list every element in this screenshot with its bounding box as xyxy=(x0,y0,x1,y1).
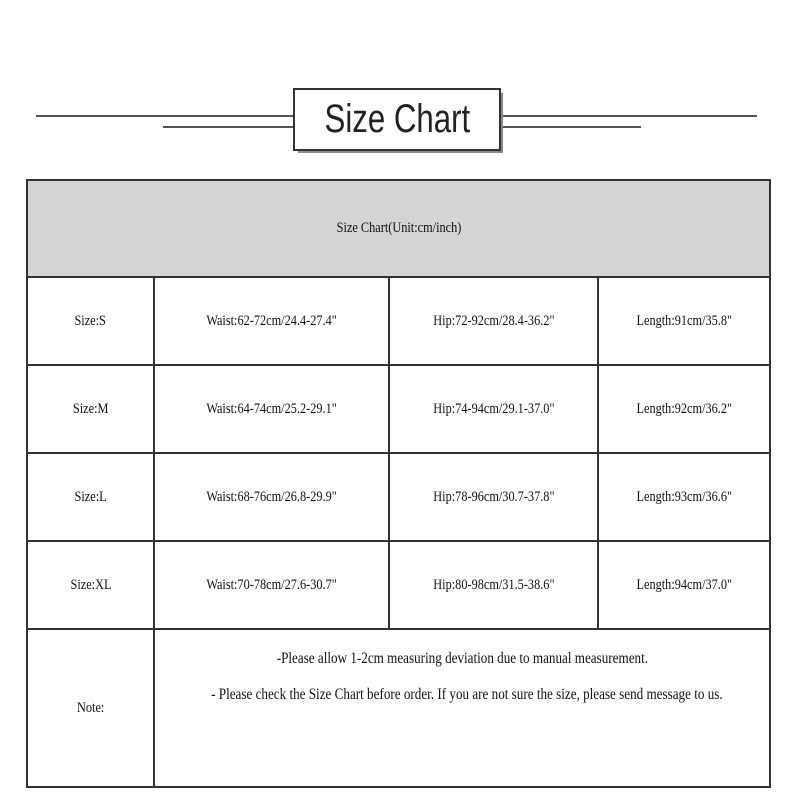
size-cell: Size:M xyxy=(26,364,155,454)
length-value: Length:91cm/35.8" xyxy=(636,312,732,329)
size-label: Size:S xyxy=(74,312,107,329)
hip-value: Hip:72-92cm/28.4-36.2" xyxy=(432,312,555,329)
size-label: Size:XL xyxy=(70,576,111,593)
note-line-1: -Please allow 1-2cm measuring deviation … xyxy=(156,650,768,668)
hip-value: Hip:80-98cm/31.5-38.6" xyxy=(432,576,555,593)
note-label: Note: xyxy=(76,699,105,716)
note-line-2: - Please check the Size Chart before ord… xyxy=(156,686,768,704)
hip-value: Hip:78-96cm/30.7-37.8" xyxy=(432,488,555,505)
length-value: Length:92cm/36.2" xyxy=(636,400,732,417)
size-cell: Size:L xyxy=(26,452,155,542)
length-cell: Length:94cm/37.0" xyxy=(596,540,772,630)
note-label-cell: Note: xyxy=(26,628,155,788)
waist-value: Waist:70-78cm/27.6-30.7" xyxy=(206,576,337,593)
note-text-cell: -Please allow 1-2cm measuring deviation … xyxy=(152,628,772,788)
table-heading-row: Size Chart(Unit:cm/inch) xyxy=(25,179,772,278)
length-cell: Length:93cm/36.6" xyxy=(596,452,772,542)
page-title: Size Chart xyxy=(324,97,470,141)
note-line-1-text: -Please allow 1-2cm measuring deviation … xyxy=(276,650,648,667)
hip-cell: Hip:74-94cm/29.1-37.0" xyxy=(388,364,599,454)
waist-value: Waist:68-76cm/26.8-29.9" xyxy=(206,488,337,505)
header-rule-right-long xyxy=(503,115,757,117)
size-cell: Size:XL xyxy=(26,540,155,630)
table-row: Size:L Waist:68-76cm/26.8-29.9" Hip:78-9… xyxy=(26,452,772,542)
title-box: Size Chart xyxy=(293,88,503,153)
table-row: Size:XL Waist:70-78cm/27.6-30.7" Hip:80-… xyxy=(26,540,772,630)
header-rule-left-short xyxy=(163,126,293,128)
header-rule-right-short xyxy=(503,126,641,128)
waist-cell: Waist:62-72cm/24.4-27.4" xyxy=(153,276,390,366)
waist-value: Waist:62-72cm/24.4-27.4" xyxy=(206,312,337,329)
hip-value: Hip:74-94cm/29.1-37.0" xyxy=(432,400,555,417)
length-value: Length:94cm/37.0" xyxy=(636,576,732,593)
size-label: Size:M xyxy=(72,400,109,417)
length-cell: Length:92cm/36.2" xyxy=(596,364,772,454)
table-row: Size:M Waist:64-74cm/25.2-29.1" Hip:74-9… xyxy=(26,364,772,454)
note-lines: -Please allow 1-2cm measuring deviation … xyxy=(156,631,768,785)
table-heading-cell: Size Chart(Unit:cm/inch) xyxy=(25,179,772,278)
note-line-2-text: - Please check the Size Chart before ord… xyxy=(211,686,723,703)
waist-cell: Waist:70-78cm/27.6-30.7" xyxy=(153,540,390,630)
length-value: Length:93cm/36.6" xyxy=(636,488,732,505)
size-cell: Size:S xyxy=(26,276,155,366)
note-row: Note: -Please allow 1-2cm measuring devi… xyxy=(26,628,772,788)
hip-cell: Hip:72-92cm/28.4-36.2" xyxy=(388,276,599,366)
table-heading: Size Chart(Unit:cm/inch) xyxy=(336,220,461,236)
hip-cell: Hip:78-96cm/30.7-37.8" xyxy=(388,452,599,542)
header-rule-left-long xyxy=(36,115,293,117)
size-label: Size:L xyxy=(74,488,107,505)
hip-cell: Hip:80-98cm/31.5-38.6" xyxy=(388,540,599,630)
table-row: Size:S Waist:62-72cm/24.4-27.4" Hip:72-9… xyxy=(26,276,772,366)
waist-cell: Waist:68-76cm/26.8-29.9" xyxy=(153,452,390,542)
size-chart-table: Size Chart(Unit:cm/inch) Size:S Waist:62… xyxy=(25,179,772,788)
waist-value: Waist:64-74cm/25.2-29.1" xyxy=(206,400,337,417)
length-cell: Length:91cm/35.8" xyxy=(596,276,772,366)
header: Size Chart xyxy=(0,0,801,175)
waist-cell: Waist:64-74cm/25.2-29.1" xyxy=(153,364,390,454)
